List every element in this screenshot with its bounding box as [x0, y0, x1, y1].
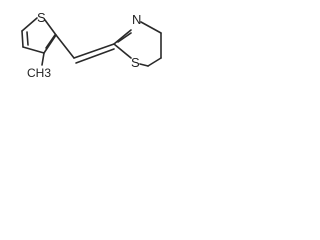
bond-c4-c3 [22, 46, 45, 54]
bond-c2-ca [55, 34, 75, 59]
bond-c2-n3 [113, 29, 132, 45]
bond-s-c5 [21, 17, 38, 32]
thiazine-sulfur-label: S [131, 55, 140, 70]
bond-c2-n3-inner [117, 32, 132, 43]
bond-ca-cb [73, 43, 115, 59]
bond-c3-c2-inner [45, 34, 56, 49]
bond-c5-c6 [147, 57, 162, 67]
bond-c5-c4 [21, 30, 24, 48]
thiophene-sulfur-label: S [37, 10, 46, 25]
bond-c5-c4-inner [26, 31, 29, 46]
bond-c2-s1 [113, 43, 132, 59]
bond-ca-cb-inner [75, 48, 115, 64]
thiophene-ring [21, 17, 57, 54]
thiazine-nitrogen-label: N [132, 12, 141, 27]
structure-diagram: S CH3 N S [0, 0, 189, 115]
methyl-group-label: CH3 [27, 66, 51, 80]
bond-c3-c2 [43, 34, 57, 54]
thiazine-ring [113, 21, 162, 67]
vinylene-bridge [55, 34, 115, 64]
bond-methyl [41, 52, 45, 66]
bond-c2-s [44, 19, 57, 36]
bond-n3-c4 [140, 21, 162, 34]
molecule-structure: S CH3 N S [21, 10, 162, 80]
bond-c6-s1 [139, 63, 149, 67]
